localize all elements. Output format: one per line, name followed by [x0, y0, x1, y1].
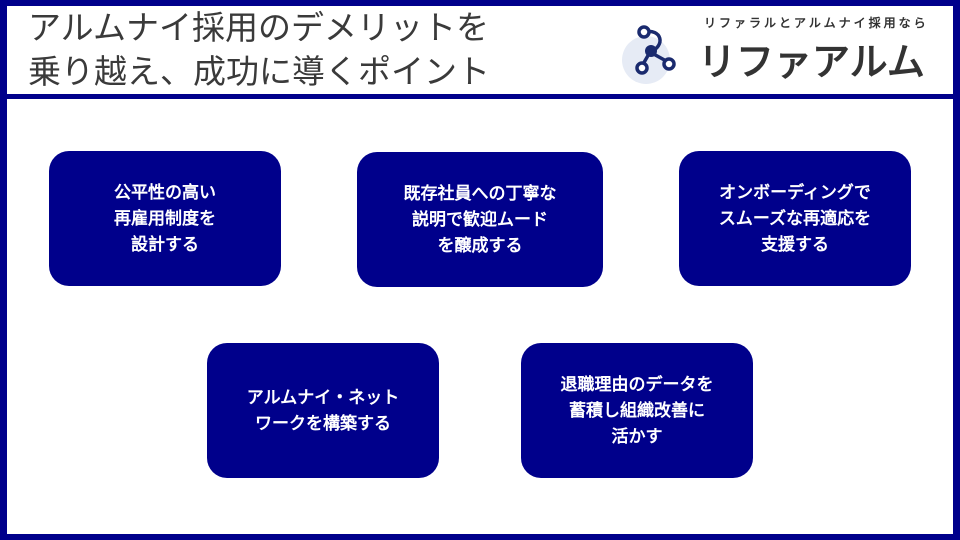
title-line-1: アルムナイ採用のデメリットを: [28, 8, 490, 47]
page-title: アルムナイ採用のデメリットを 乗り越え、成功に導くポイント: [28, 6, 490, 94]
logo-brand: リファアルム: [698, 40, 925, 84]
point-card-3: オンボーディングで スムーズな再適応を 支援する: [679, 151, 911, 286]
point-card-2: 既存社員への丁寧な 説明で歓迎ムード を醸成する: [357, 152, 603, 287]
network-nodes-icon: [635, 25, 676, 75]
point-card-4: アルムナイ・ネット ワークを構築する: [207, 343, 439, 478]
header-divider: [0, 94, 960, 99]
logo-tagline: リファラルとアルムナイ採用なら: [704, 16, 929, 30]
title-line-2: 乗り越え、成功に導くポイント: [28, 52, 490, 91]
logo: リファラルとアルムナイ採用なら リファアルム: [618, 12, 938, 90]
point-card-5: 退職理由のデータを 蓄積し組織改善に 活かす: [521, 343, 753, 478]
point-card-1: 公平性の高い 再雇用制度を 設計する: [49, 151, 281, 286]
